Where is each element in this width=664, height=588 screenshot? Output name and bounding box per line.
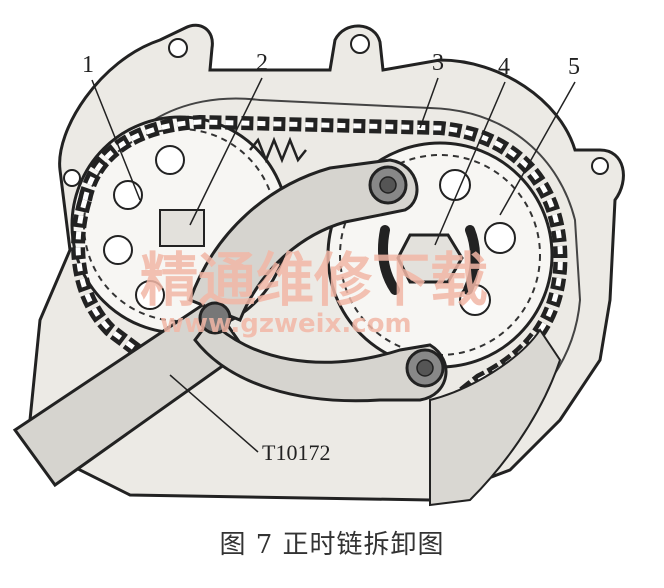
bolt-hole-top-left [168, 38, 188, 58]
chain-guide-lower [429, 328, 562, 507]
tool-label: T10172 [262, 440, 330, 465]
watermark-url: www.gzweix.com [160, 309, 412, 339]
tool-pivot [198, 301, 232, 335]
callout-4: 4 [498, 54, 510, 80]
holding-tool-t10172 [12, 158, 448, 488]
tool-pin-lower-core [416, 359, 434, 377]
bolt-hole-left [63, 169, 81, 187]
tool-arm-upper [188, 158, 419, 322]
leader-line-3 [419, 77, 439, 129]
tool-pin-upper-core [379, 176, 397, 194]
sprocket-center-bolt [159, 209, 205, 247]
bolt-hole-top-mid [350, 34, 370, 54]
sprocket-hole [103, 235, 133, 265]
tool-arm-lower [193, 317, 448, 403]
sprocket-slot [378, 225, 400, 295]
timing-chain-left-lower-inner [75, 199, 152, 362]
callout-1: 1 [82, 52, 94, 78]
leader-line-5 [499, 81, 576, 216]
sprocket-hole [135, 280, 165, 310]
timing-chain-diagram: 精通维修下载 www.gzweix.com 1 2 3 4 5 T10172 [12, 23, 625, 507]
sprocket-slot [463, 225, 480, 295]
callout-3: 3 [432, 50, 444, 76]
leader-line-1 [91, 79, 141, 201]
leader-line-4 [434, 81, 506, 246]
leader-line-2 [189, 77, 263, 226]
sprocket-hole [484, 222, 516, 254]
tensioner-spring [249, 136, 307, 164]
sprocket-hole [155, 145, 185, 175]
figure-caption: 图 7 正时链拆卸图 [219, 530, 445, 560]
sprocket-center-bolt [396, 233, 464, 284]
callout-2: 2 [256, 50, 268, 76]
callout-5: 5 [568, 54, 580, 80]
leader-line-tool [169, 374, 259, 453]
bolt-hole-right [591, 157, 609, 175]
watermark-text: 精通维修下载 [140, 246, 488, 314]
